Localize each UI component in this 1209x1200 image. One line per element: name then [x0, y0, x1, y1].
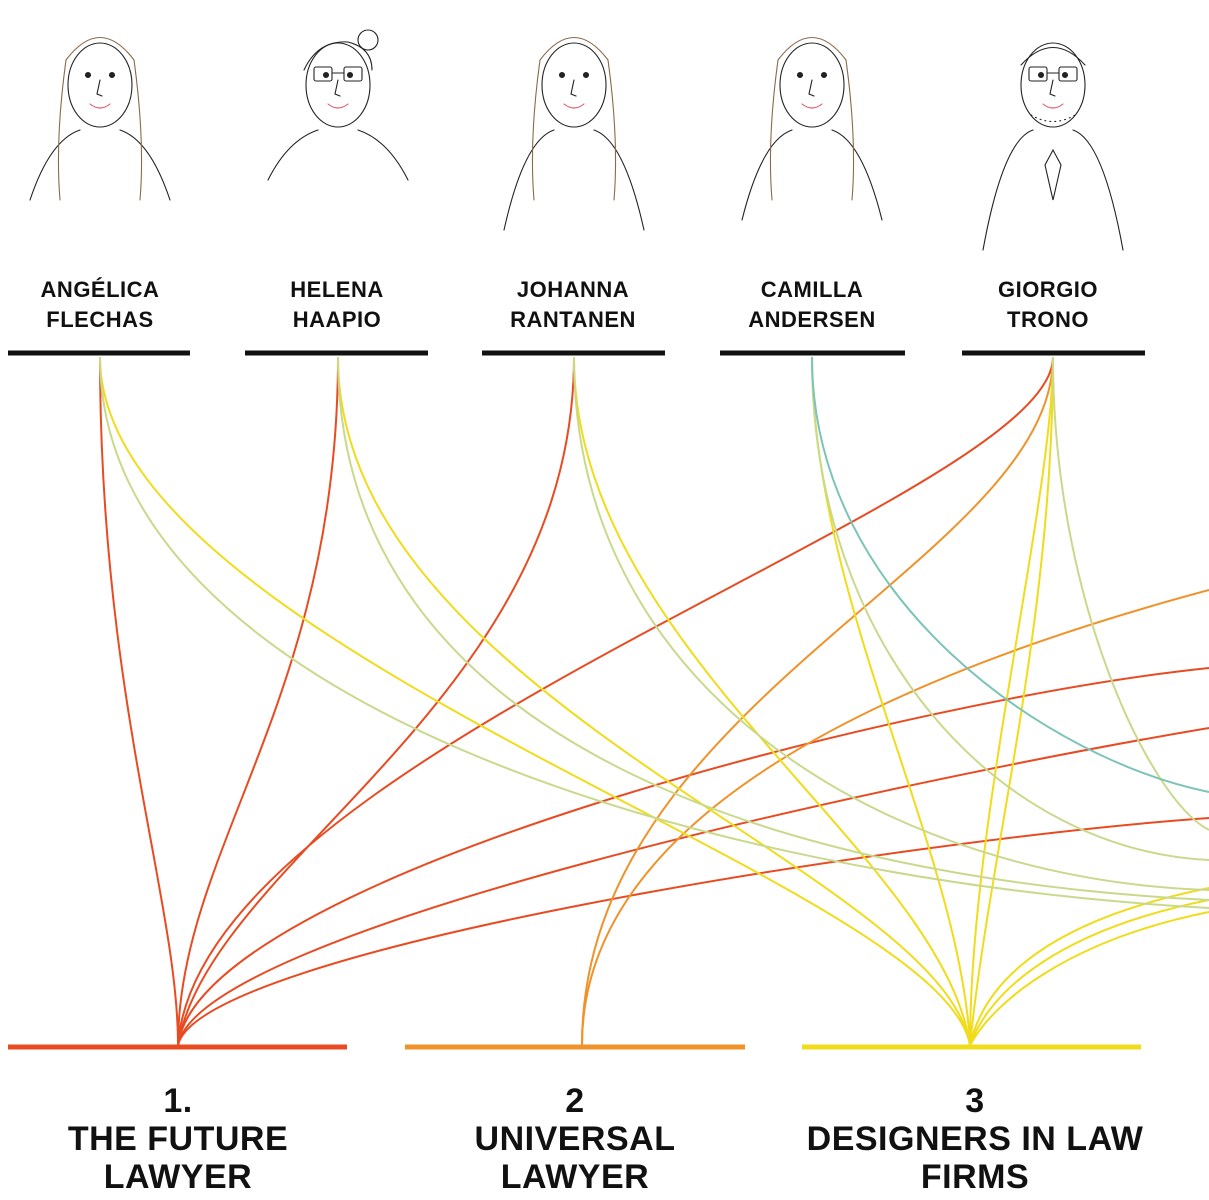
link-curve-c-teal [811, 356, 1209, 793]
link-curve-off3-f [177, 817, 1209, 1046]
bars-group [8, 350, 1145, 1050]
link-curve-a-off [99, 356, 1209, 909]
link-curve-h-f [177, 356, 339, 1046]
link-curve-g-off [1052, 356, 1209, 831]
link-curve-g-u [581, 356, 1054, 1046]
link-curve-off1-f [177, 667, 1209, 1046]
portrait-johanna [503, 36, 645, 231]
link-curve-a-d [99, 356, 971, 1046]
links-group [99, 356, 1209, 1046]
link-curve-off4-u [581, 589, 1209, 1046]
link-curve-g-d [969, 356, 1054, 1046]
link-curve-j-d [573, 356, 971, 1046]
portrait-helena [267, 29, 409, 181]
portrait-giorgio [982, 42, 1124, 251]
category-label-universal-lawyer: 2 UNIVERSAL LAWYER [474, 1082, 676, 1196]
link-curve-off6-d [969, 899, 1209, 1046]
link-curve-j-off [573, 356, 1209, 891]
portraits-group [29, 29, 1124, 251]
link-curve-off5-d [969, 887, 1209, 1046]
link-curve-j-f [177, 356, 575, 1046]
portrait-angelica [29, 36, 171, 201]
category-label-designers-law-firms: 3 DESIGNERS IN LAW FIRMS [806, 1082, 1144, 1196]
link-curve-off2-f [177, 727, 1209, 1046]
link-curve-h-d [337, 356, 971, 1046]
link-curve-g-f [177, 356, 1054, 1046]
link-curve-h-off [337, 356, 1209, 901]
link-curve-off7-d [969, 911, 1209, 1046]
link-curve-c-off [811, 356, 1209, 861]
link-curve-g2-d [969, 356, 1054, 1046]
portrait-camilla [741, 36, 883, 221]
link-curve-a-f [99, 356, 179, 1046]
category-label-future-lawyer: 1. THE FUTURE LAWYER [67, 1082, 289, 1196]
